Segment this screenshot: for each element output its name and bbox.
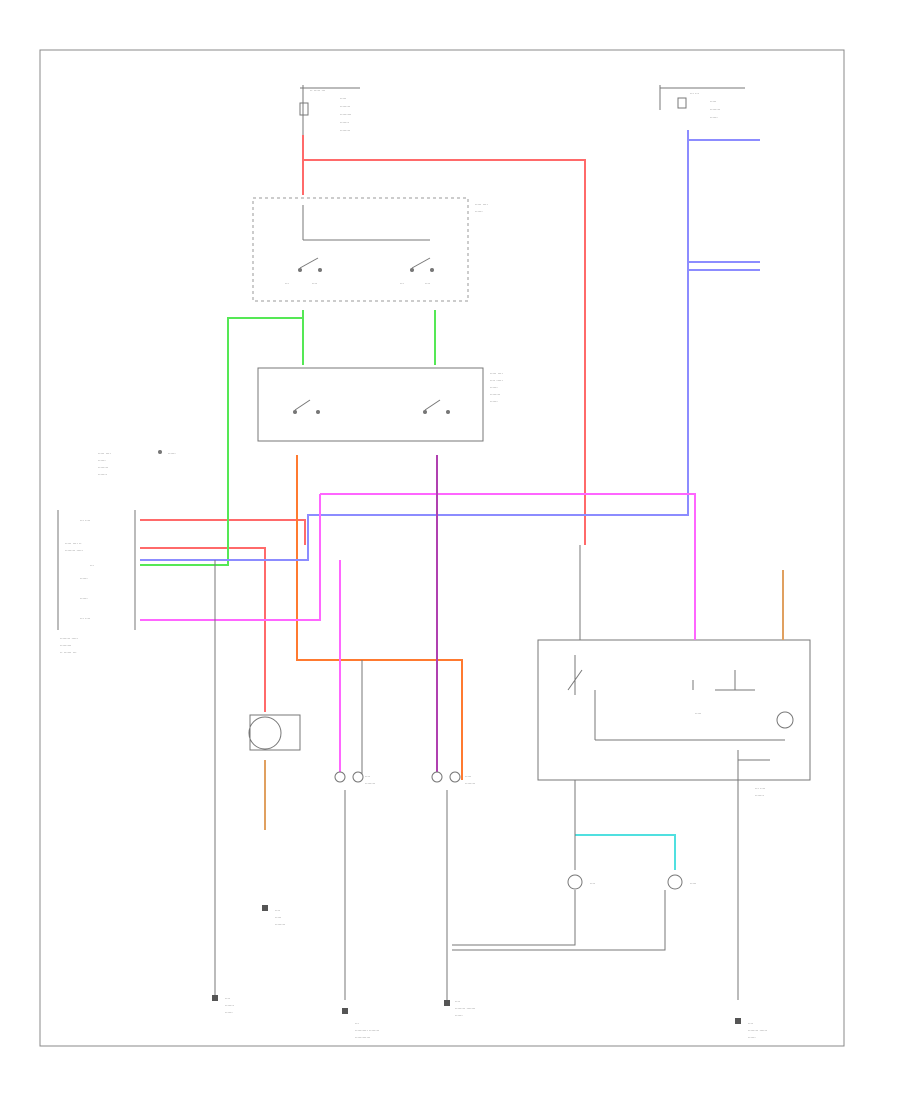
svg-text:····: ···· — [275, 908, 280, 913]
wire-orange — [296, 455, 463, 780]
wire-red-module — [140, 519, 306, 545]
svg-text:······: ······ — [475, 209, 483, 214]
svg-text:····· ···· ··: ····· ···· ·· — [65, 541, 82, 546]
svg-text:······: ······ — [168, 451, 176, 456]
svg-text:··· ···: ··· ··· — [690, 91, 699, 96]
wire-red-brake — [140, 547, 266, 712]
drl-module-internals: ····· ··· ···· ······· — [567, 655, 794, 1000]
headlamp-left: ···· ········ — [334, 771, 375, 786]
svg-text:····· ····: ····· ···· — [475, 202, 488, 207]
svg-text:····: ···· — [425, 281, 430, 286]
headlamp-switch-contacts: ··· ···· ··· ···· ····· ···· ······ — [285, 202, 488, 286]
wire-red-feed — [302, 135, 586, 545]
ground-icon — [212, 995, 218, 1001]
brake-lamp — [248, 716, 282, 750]
headlamp-switch — [252, 197, 469, 302]
svg-text:········: ········ — [340, 128, 350, 133]
wire-magenta-top — [320, 493, 696, 640]
svg-text:········ ·······: ········ ······· — [455, 1006, 475, 1011]
svg-text:·· ····· ···: ·· ····· ··· — [310, 88, 325, 93]
svg-text:·········: ········· — [340, 112, 351, 117]
svg-text:····· ····: ····· ···· — [98, 451, 111, 456]
svg-text:··· ····: ··· ···· — [80, 518, 90, 523]
svg-text:········: ········ — [490, 392, 500, 397]
wire-green-module — [140, 317, 303, 566]
svg-text:·······: ······· — [340, 120, 349, 125]
fuse-block-top: ·· ····· ··· ····· ········ ········· ··… — [299, 85, 360, 135]
wire-magenta-left-lamp — [140, 494, 341, 780]
svg-text:··· ····: ··· ···· — [755, 786, 765, 791]
headlamp-right: ····· ········ — [431, 771, 475, 786]
svg-text:········ ······: ········ ······ — [748, 1028, 767, 1033]
svg-text:···: ··· — [90, 563, 94, 568]
svg-text:············: ············ — [355, 1035, 370, 1040]
svg-text:······: ······ — [98, 458, 106, 463]
dimmer-switch-contacts: ····· ···· ···· ····· ······ ········ ··… — [293, 371, 503, 414]
drl-module — [537, 639, 811, 781]
svg-text:·····: ····· — [690, 881, 696, 886]
ground-icon — [735, 1018, 741, 1024]
svg-text:········: ········ — [98, 465, 108, 470]
ground-icon — [262, 905, 268, 911]
svg-text:·········· ········: ·········· ········ — [355, 1028, 379, 1033]
svg-text:·····: ····· — [695, 711, 701, 716]
ground-labels: ···· ······· ······ ··· ·········· ·····… — [225, 908, 767, 1040]
svg-text:······: ······ — [225, 1010, 233, 1015]
svg-text:·······: ······· — [98, 472, 107, 477]
svg-text:·········: ········· — [60, 643, 71, 648]
svg-text:···: ··· — [355, 1021, 359, 1026]
ground-icon — [444, 1000, 450, 1006]
svg-text:···· ·····: ···· ····· — [490, 378, 503, 383]
wire-cyan — [575, 834, 676, 870]
svg-text:····: ···· — [225, 996, 230, 1001]
ground-icon — [342, 1008, 348, 1014]
wire-blue-branch-2 — [688, 261, 760, 271]
fuse-block-top-right: ··· ··· ····· ········ ······ — [659, 85, 745, 120]
svg-text:···: ··· — [285, 281, 289, 286]
dimmer-switch — [257, 367, 484, 442]
svg-text:········: ········ — [275, 922, 285, 927]
svg-text:······: ······ — [80, 576, 88, 581]
svg-text:········ ·····: ········ ····· — [60, 636, 78, 641]
svg-text:····· ····: ····· ···· — [490, 371, 503, 376]
svg-text:········: ········ — [365, 781, 375, 786]
svg-text:······: ······ — [710, 115, 718, 120]
wire-blue — [140, 130, 689, 561]
svg-text:····: ···· — [365, 774, 370, 779]
svg-text:··· ····: ··· ···· — [80, 616, 90, 621]
svg-text:········: ········ — [340, 104, 350, 109]
brake-lamp-housing — [249, 714, 301, 751]
svg-text:·····: ····· — [275, 915, 281, 920]
svg-text:········: ········ — [710, 107, 720, 112]
svg-text:·······: ······· — [225, 1003, 234, 1008]
diagram-border — [39, 49, 845, 1047]
svg-text:····: ···· — [748, 1021, 753, 1026]
svg-text:······: ······ — [80, 596, 88, 601]
svg-text:····: ···· — [590, 881, 595, 886]
svg-text:·····: ····· — [340, 96, 346, 101]
svg-text:·· ······ ···: ·· ······ ··· — [60, 650, 77, 655]
svg-text:····: ···· — [312, 281, 317, 286]
svg-text:·····: ····· — [710, 99, 716, 104]
svg-text:······: ······ — [490, 385, 498, 390]
marker-lamp-left: ···· — [567, 874, 595, 890]
svg-text:·····: ····· — [465, 774, 471, 779]
control-module-connector: ··· ···· ····· ···· ·· ········ ····· ··… — [57, 450, 176, 655]
svg-text:·······: ······· — [755, 793, 764, 798]
svg-text:····: ···· — [455, 999, 460, 1004]
svg-text:······: ······ — [455, 1013, 463, 1018]
svg-text:······: ······ — [490, 399, 498, 404]
wire-grey-marker-ground — [452, 890, 666, 951]
svg-text:········ ·····: ········ ····· — [65, 548, 83, 553]
svg-text:······: ······ — [748, 1035, 756, 1040]
svg-text:········: ········ — [465, 781, 475, 786]
svg-text:···: ··· — [400, 281, 404, 286]
marker-lamp-right: ····· — [667, 874, 696, 890]
